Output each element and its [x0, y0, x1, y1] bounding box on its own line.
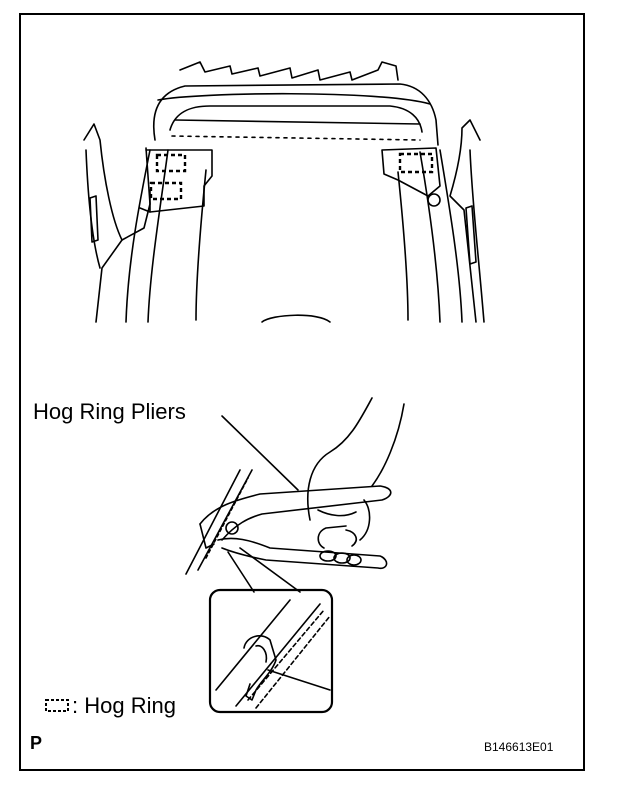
hog-ring-pliers-label: Hog Ring Pliers [33, 399, 186, 424]
figure-border [19, 13, 585, 771]
view-letter: P [30, 733, 43, 753]
legend-text: : Hog Ring [72, 693, 176, 718]
legend-hog-ring-icon [45, 699, 69, 712]
hog-ring-icon [149, 181, 183, 201]
legend-symbol-spacer [44, 699, 70, 713]
detail-inset [208, 588, 334, 714]
hog-ring-pliers-drawing [185, 397, 405, 714]
hog-ring-icon [398, 152, 434, 174]
figure-code: B146613E01 [484, 740, 554, 754]
hog-ring-markers [149, 152, 434, 201]
seat-cushion-drawing [83, 61, 485, 323]
legend: : Hog Ring [44, 693, 176, 719]
hog-ring-icon [155, 153, 187, 173]
